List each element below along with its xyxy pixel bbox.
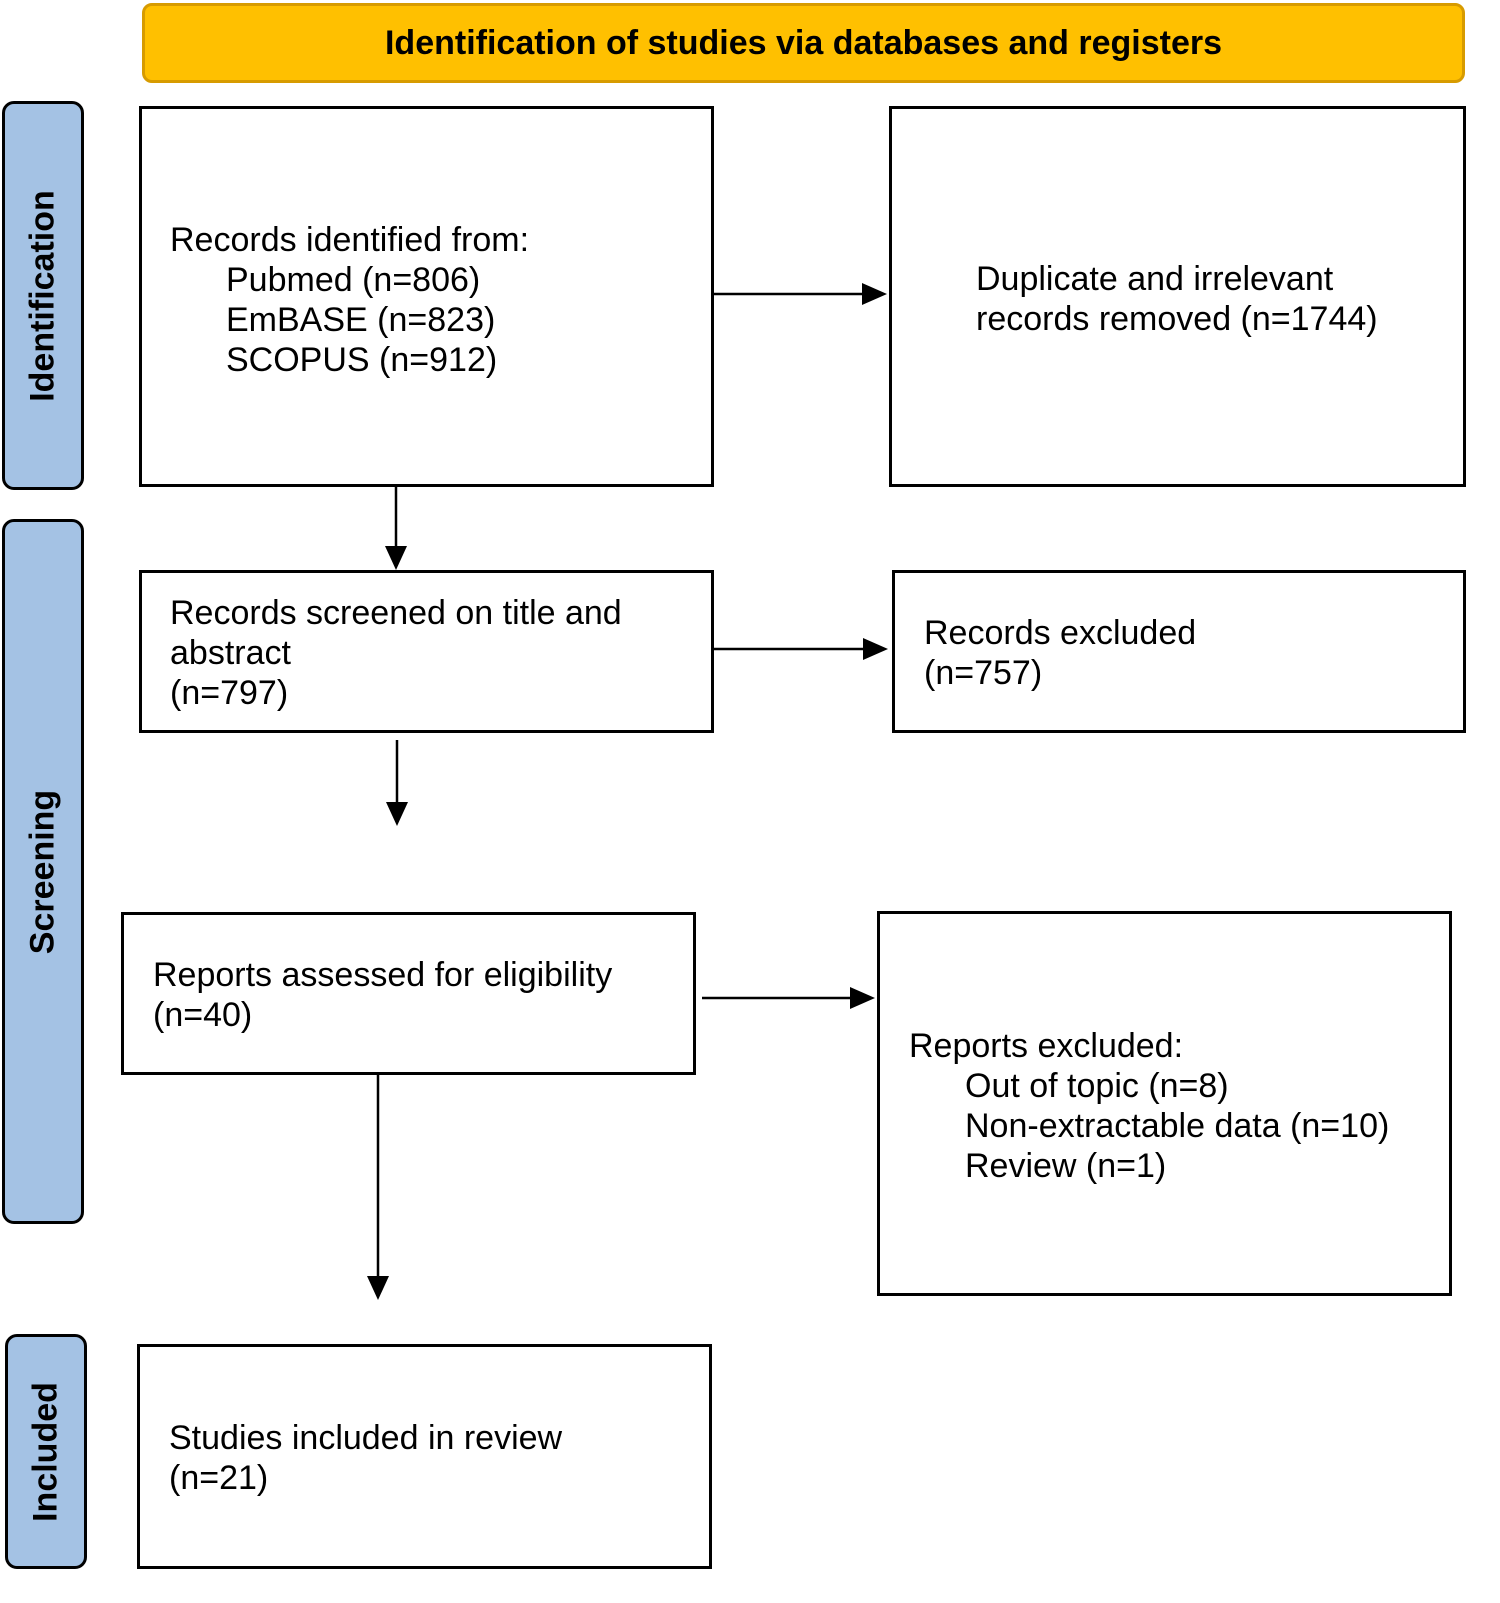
studies-included-text: Studies included in review (n=21) bbox=[169, 1418, 562, 1498]
records-screened-line-2: abstract bbox=[170, 634, 291, 672]
studies-included-box: Studies included in review (n=21) bbox=[137, 1344, 712, 1569]
source-embase: EmBASE (n=823) bbox=[226, 301, 496, 339]
records-identified-box: Records identified from: Pubmed (n=806) … bbox=[139, 106, 714, 487]
records-excluded-text: Records excluded (n=757) bbox=[924, 613, 1196, 693]
phase-included: Included bbox=[5, 1334, 87, 1569]
exclusion-non-extractable: Non-extractable data (n=10) bbox=[965, 1107, 1390, 1145]
records-screened-line-3: (n=797) bbox=[170, 674, 289, 712]
arrowhead-screened-to-excluded bbox=[863, 638, 888, 660]
duplicates-removed-box: Duplicate and irrelevant records removed… bbox=[889, 106, 1466, 487]
records-identified-label: Records identified from: bbox=[170, 221, 530, 259]
records-excluded-box: Records excluded (n=757) bbox=[892, 570, 1466, 733]
arrowhead-assessed-to-excluded bbox=[850, 987, 875, 1009]
records-screened-line-1: Records screened on title and bbox=[170, 594, 622, 632]
duplicates-removed-line-2: records removed (n=1744) bbox=[976, 300, 1378, 338]
source-scopus: SCOPUS (n=912) bbox=[226, 341, 498, 379]
reports-assessed-line-1: Reports assessed for eligibility bbox=[153, 956, 613, 994]
reports-assessed-box: Reports assessed for eligibility (n=40) bbox=[121, 912, 696, 1075]
records-identified-text: Records identified from: Pubmed (n=806) … bbox=[170, 220, 529, 380]
phase-screening: Screening bbox=[2, 519, 84, 1224]
exclusion-review: Review (n=1) bbox=[965, 1147, 1167, 1185]
phase-identification: Identification bbox=[2, 101, 84, 490]
studies-included-line-2: (n=21) bbox=[169, 1459, 269, 1497]
header-title: Identification of studies via databases … bbox=[384, 23, 1223, 62]
arrowhead-identified-to-screened bbox=[385, 546, 407, 570]
records-screened-box: Records screened on title and abstract (… bbox=[139, 570, 714, 733]
arrowhead-identified-to-removed bbox=[862, 283, 887, 305]
arrowhead-screened-to-assessed bbox=[386, 802, 408, 826]
source-pubmed: Pubmed (n=806) bbox=[226, 261, 481, 299]
reports-excluded-box: Reports excluded: Out of topic (n=8) Non… bbox=[877, 911, 1452, 1296]
studies-included-line-1: Studies included in review bbox=[169, 1419, 563, 1457]
reports-excluded-text: Reports excluded: Out of topic (n=8) Non… bbox=[909, 1026, 1389, 1186]
duplicates-removed-text: Duplicate and irrelevant records removed… bbox=[976, 259, 1378, 339]
arrowhead-assessed-to-included bbox=[367, 1276, 389, 1300]
duplicates-removed-line-1: Duplicate and irrelevant bbox=[976, 260, 1334, 298]
records-excluded-line-2: (n=757) bbox=[924, 654, 1043, 692]
reports-excluded-label: Reports excluded: bbox=[909, 1027, 1184, 1065]
records-screened-text: Records screened on title and abstract (… bbox=[170, 593, 622, 713]
exclusion-out-of-topic: Out of topic (n=8) bbox=[965, 1067, 1229, 1105]
reports-assessed-text: Reports assessed for eligibility (n=40) bbox=[153, 955, 612, 1035]
reports-assessed-line-2: (n=40) bbox=[153, 996, 253, 1034]
records-excluded-line-1: Records excluded bbox=[924, 614, 1197, 652]
header-banner: Identification of studies via databases … bbox=[142, 3, 1465, 83]
